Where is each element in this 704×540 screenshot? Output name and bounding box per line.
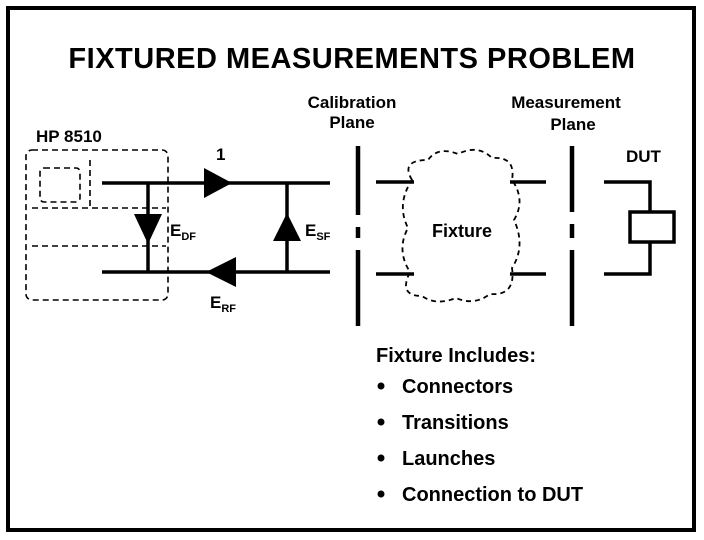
list-bullet bbox=[377, 418, 385, 426]
fixture-leads bbox=[376, 180, 546, 276]
list-bullet bbox=[377, 382, 385, 390]
dut-label: DUT bbox=[626, 147, 662, 166]
fixture-label: Fixture bbox=[432, 221, 492, 241]
analyzer-label: HP 8510 bbox=[36, 127, 102, 146]
flow-arrows bbox=[134, 168, 301, 287]
source-match-label: ESF bbox=[305, 221, 331, 243]
directivity-label: EDF bbox=[170, 221, 196, 243]
forward-arrow-icon bbox=[204, 168, 232, 198]
list-bullet bbox=[377, 490, 385, 498]
calibration-plane-label: Calibration bbox=[308, 93, 397, 112]
reverse-arrow-icon bbox=[206, 257, 236, 287]
list-item: Transitions bbox=[402, 412, 509, 434]
directivity-arrow-icon bbox=[134, 214, 162, 244]
measurement-plane-label-2: Plane bbox=[550, 115, 595, 134]
error-model bbox=[102, 181, 330, 274]
page-title: FIXTURED MEASUREMENTS PROBLEM bbox=[68, 43, 635, 75]
reflection-tracking-label: ERF bbox=[210, 293, 236, 315]
dut-symbol-icon bbox=[604, 180, 676, 276]
source-match-arrow-icon bbox=[273, 213, 301, 241]
list-item: Connection to DUT bbox=[402, 484, 583, 506]
measurement-plane-label: Measurement bbox=[511, 93, 621, 112]
list-item: Connectors bbox=[402, 376, 513, 398]
calibration-plane-label-2: Plane bbox=[329, 113, 374, 132]
analyzer-display bbox=[39, 167, 81, 203]
list-bullet bbox=[377, 454, 385, 462]
includes-heading: Fixture Includes: bbox=[376, 345, 536, 367]
path-one-label: 1 bbox=[216, 145, 225, 164]
slide-frame bbox=[6, 6, 696, 532]
fixture-cloud-icon bbox=[401, 148, 521, 303]
includes-list: Connectors Transitions Launches Connecti… bbox=[377, 376, 583, 506]
analyzer-block bbox=[25, 149, 169, 301]
analyzer-outline bbox=[25, 149, 169, 301]
list-item: Launches bbox=[402, 448, 495, 470]
